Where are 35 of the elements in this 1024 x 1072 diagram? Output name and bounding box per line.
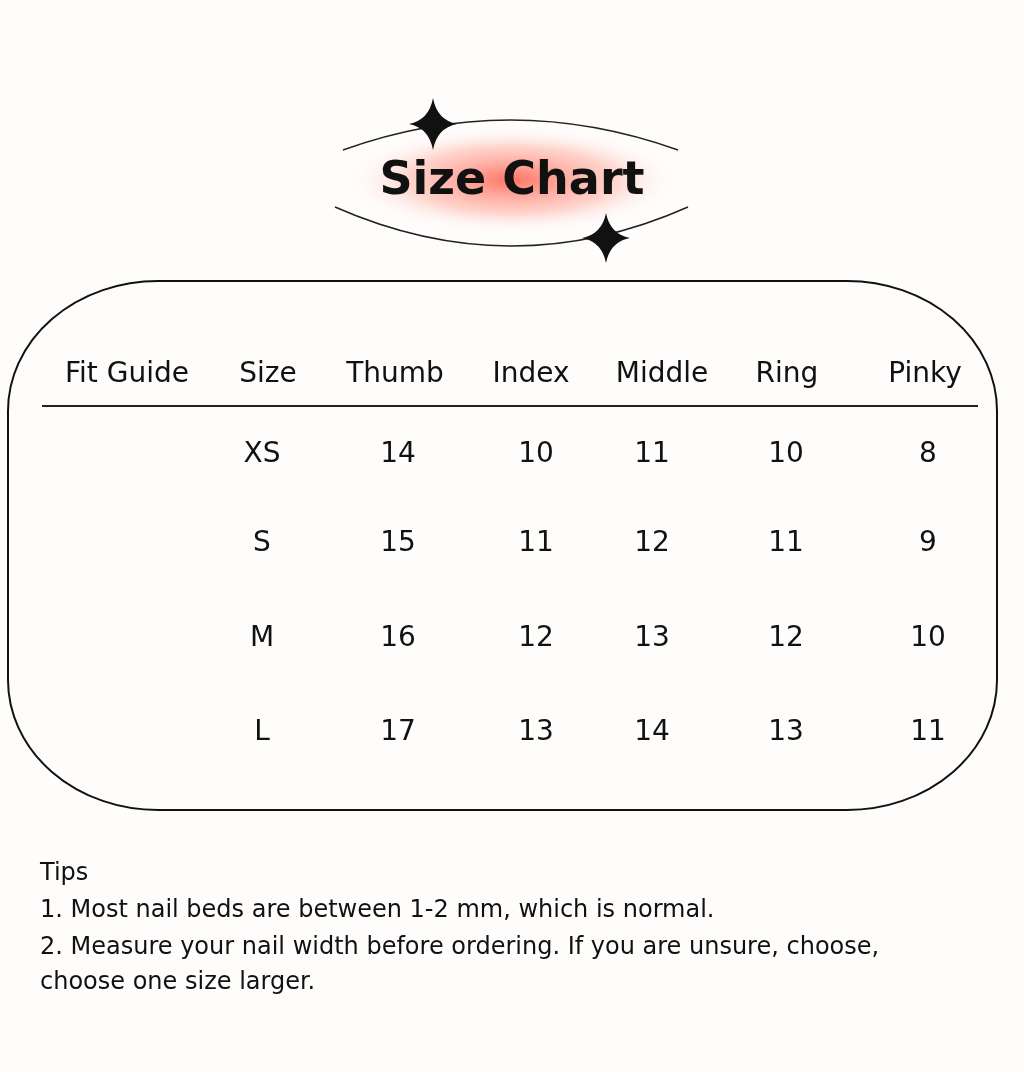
tips-heading: Tips (40, 857, 90, 888)
table-cell: 14 (380, 435, 416, 469)
table-cell: 11 (768, 524, 804, 558)
table-cell: 11 (634, 435, 670, 469)
table-cell: 11 (910, 713, 946, 747)
column-header: Size (239, 355, 297, 389)
table-cell: 9 (919, 524, 937, 558)
table-cell: 13 (634, 619, 670, 653)
column-header: Fit Guide (65, 355, 189, 389)
table-cell: 16 (380, 619, 416, 653)
title: Size Chart (379, 151, 645, 205)
table-cell: 12 (768, 619, 804, 653)
table-cell: 12 (634, 524, 670, 558)
tip-text: 2. Measure your nail width before ordering. If you are unsure, choose, choose one size larger. (40, 931, 881, 997)
row-header: S (253, 524, 271, 558)
table-cell: 10 (768, 435, 804, 469)
table-cell: 13 (518, 713, 554, 747)
row-header: XS (243, 435, 281, 469)
table-cell: 14 (634, 713, 670, 747)
row-header: M (249, 619, 275, 653)
column-header: Index (492, 355, 570, 389)
table-cell: 11 (518, 524, 554, 558)
column-header: Ring (755, 355, 819, 389)
column-header: Pinky (888, 355, 962, 389)
table-cell: 10 (518, 435, 554, 469)
column-header: Middle (615, 355, 709, 389)
table-cell: 12 (518, 619, 554, 653)
tip-text: 1. Most nail beds are between 1-2 mm, which is normal. (40, 894, 716, 925)
table-cell: 15 (380, 524, 416, 558)
table-cell: 8 (919, 435, 937, 469)
table-cell: 13 (768, 713, 804, 747)
table-cell: 17 (380, 713, 416, 747)
table-cell: 10 (910, 619, 946, 653)
column-header: Thumb (346, 355, 444, 389)
row-header: L (254, 713, 270, 747)
